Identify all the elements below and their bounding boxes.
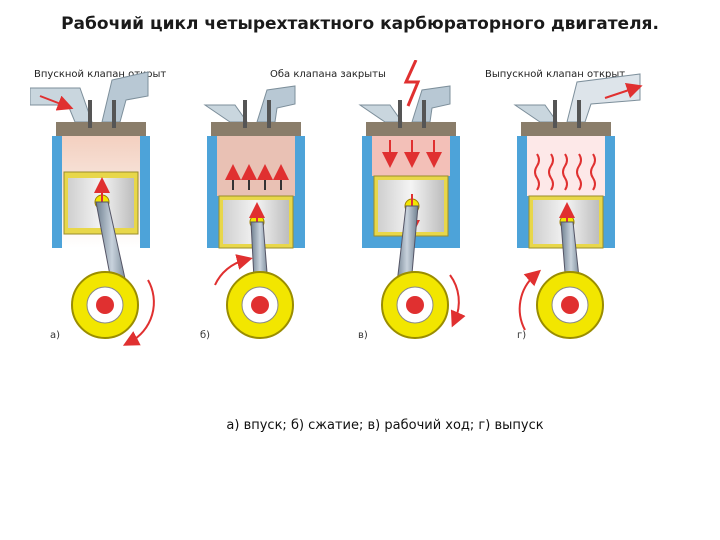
panel-letter-a: а) xyxy=(50,330,61,341)
figure-caption: а) впуск; б) сжатие; в) рабочий ход; г) … xyxy=(226,418,544,433)
label-exhaust-valve-open: Выпускной клапан открыт xyxy=(485,69,626,80)
engine-cycle-diagram xyxy=(30,60,650,350)
panel-letter-d: г) xyxy=(517,330,527,341)
panel-letter-c: в) xyxy=(358,330,368,341)
panel-letter-b: б) xyxy=(200,330,211,341)
panel-d-exhaust xyxy=(513,73,643,339)
panel-b-compression xyxy=(203,85,305,339)
label-both-valves-closed: Оба клапана закрыты xyxy=(270,69,386,80)
page-title: Рабочий цикл четырехтактного карбюраторн… xyxy=(61,14,659,34)
panel-a-intake xyxy=(30,71,155,346)
spark-icon xyxy=(403,60,421,107)
panel-c-power-stroke xyxy=(358,60,466,339)
label-intake-valve-open: Впускной клапан открыт xyxy=(34,69,167,80)
